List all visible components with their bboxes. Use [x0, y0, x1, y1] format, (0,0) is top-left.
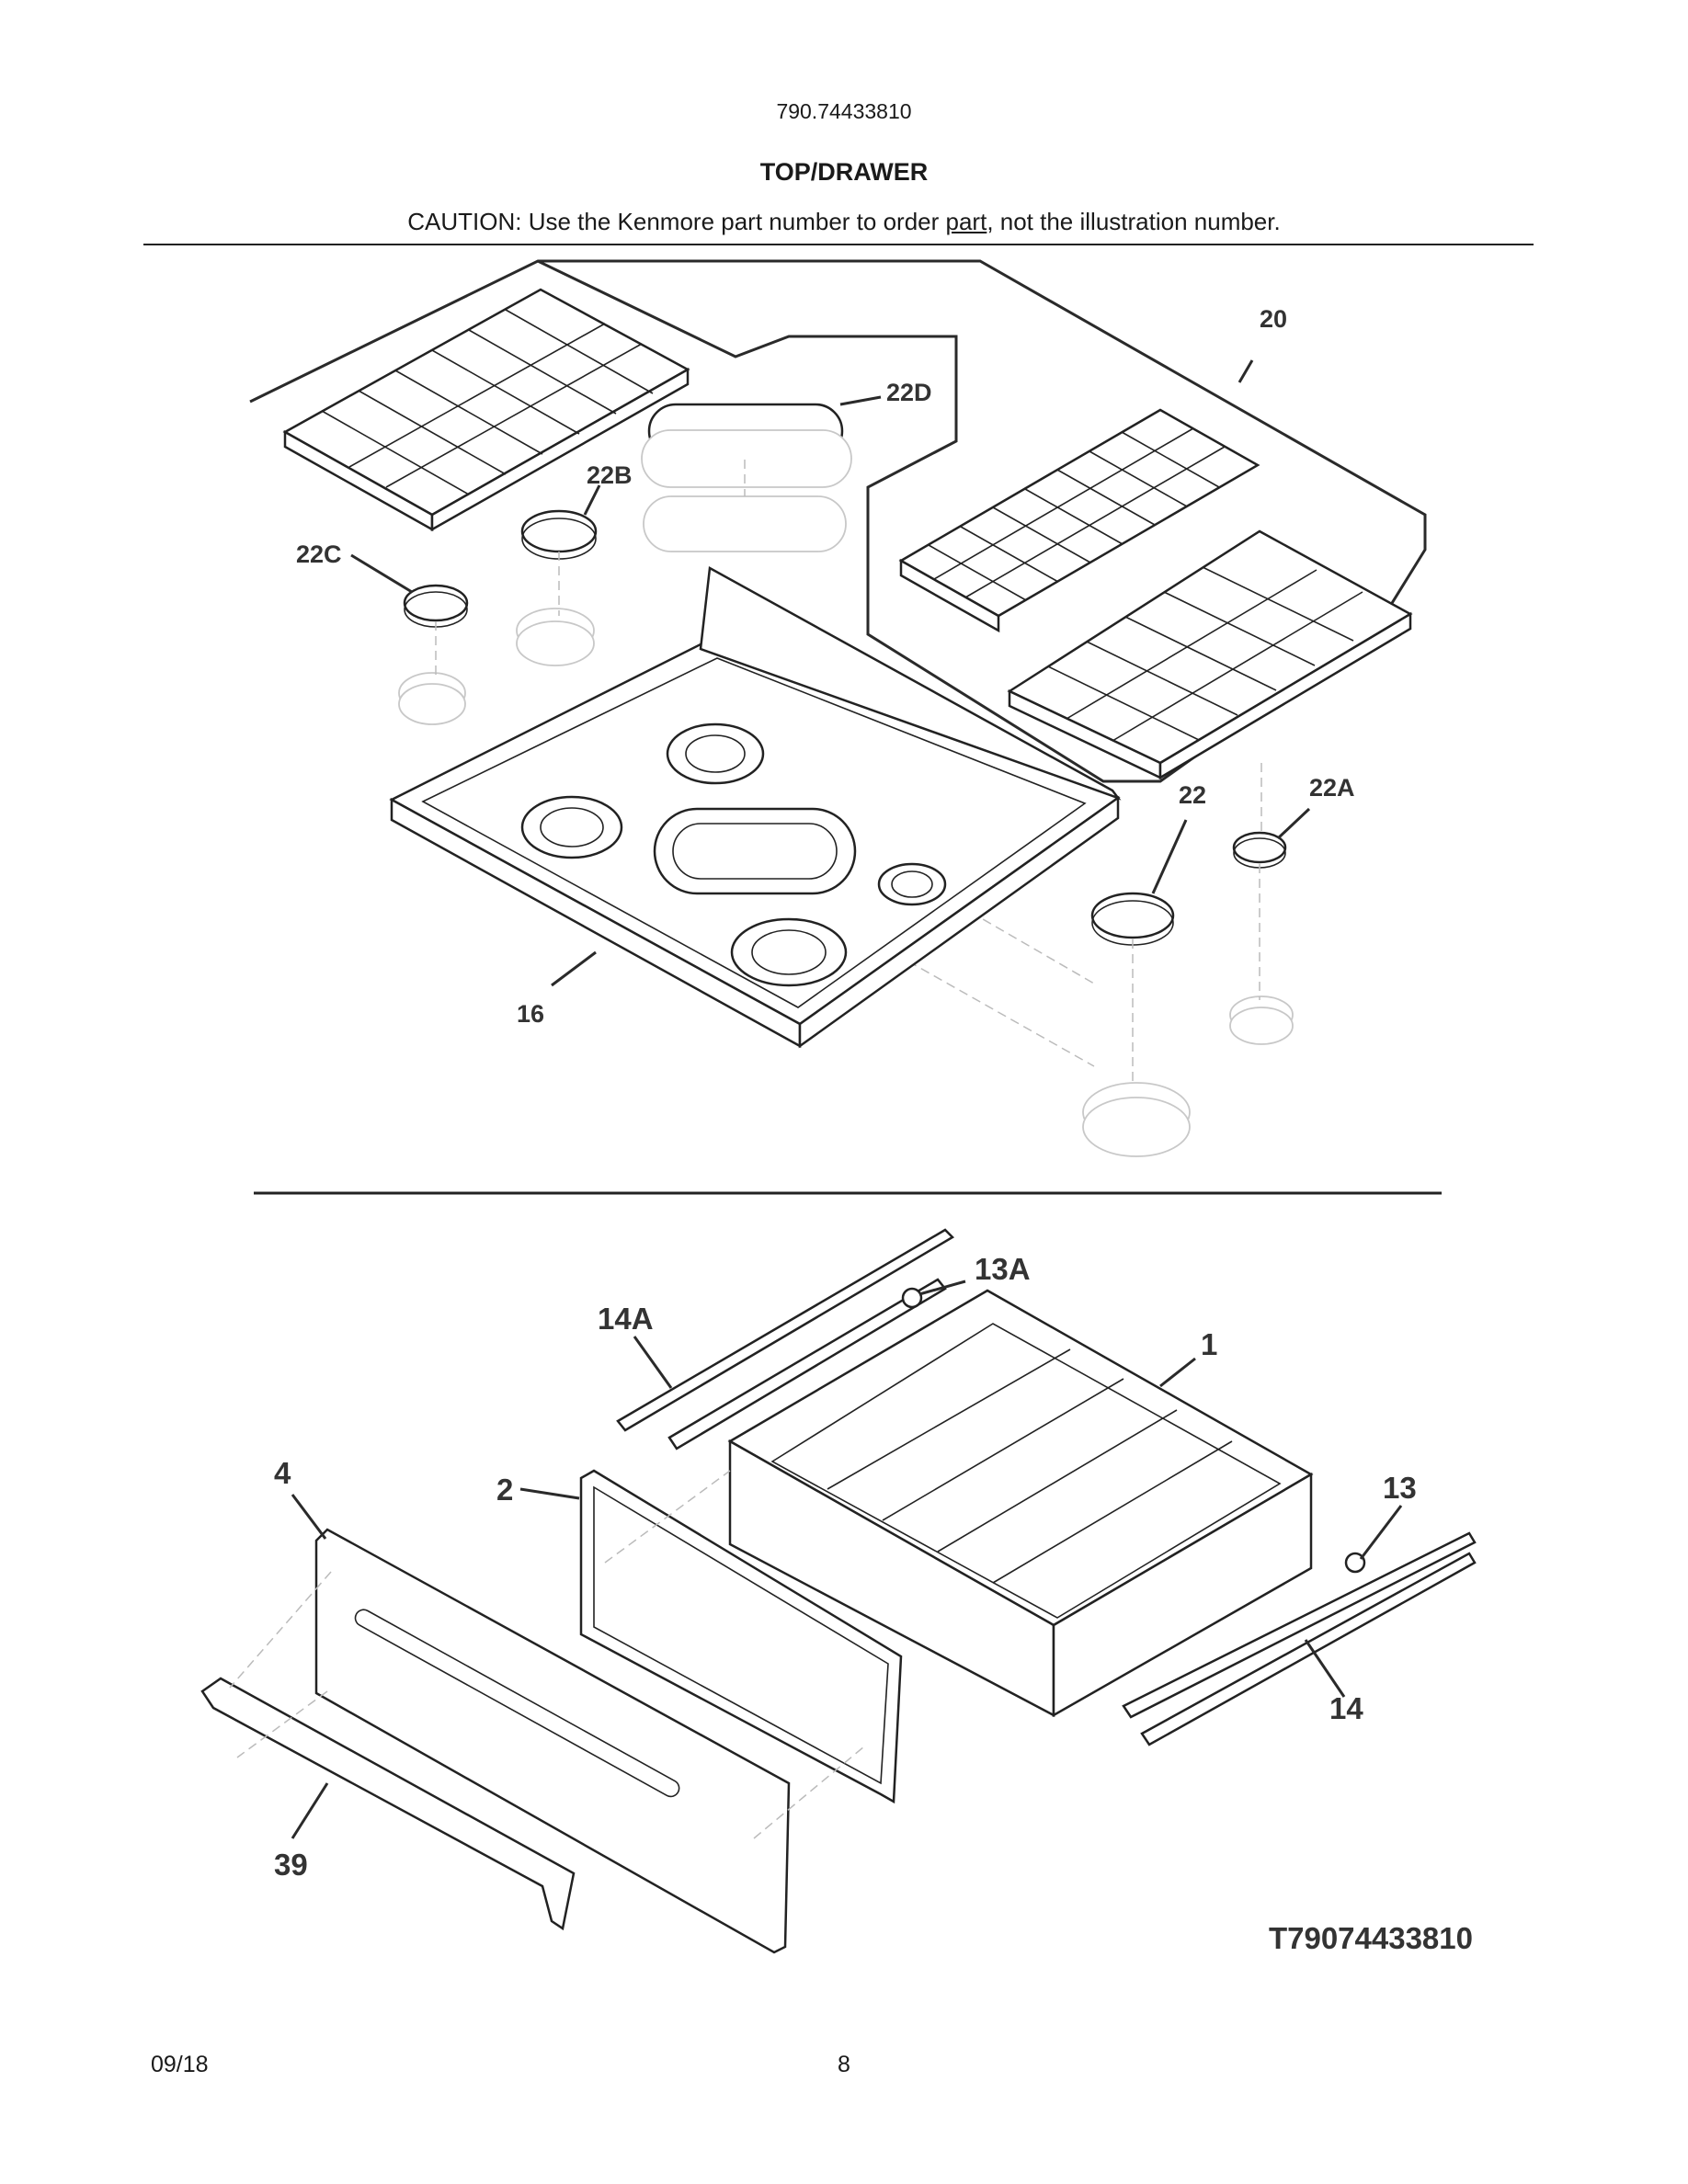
callout-2: 2	[496, 1473, 513, 1507]
drawer-front-panel	[579, 1469, 903, 1804]
burner-head-ghosts	[398, 608, 1294, 1157]
leader-lines-top	[350, 359, 1311, 987]
burner-cap-22c	[403, 584, 469, 628]
grate-left-top	[282, 288, 690, 532]
grate-right-upper	[898, 408, 1260, 633]
burner-cap-22d	[641, 403, 852, 552]
footer-date: 09/18	[151, 2052, 209, 2077]
cooktop-main-top	[389, 566, 1122, 1049]
callout-39: 39	[274, 1848, 308, 1882]
callout-16: 16	[517, 1000, 544, 1028]
callout-22: 22	[1179, 781, 1206, 809]
roller-13a	[901, 1287, 923, 1309]
alignment-lines-bottom	[229, 1470, 865, 1839]
caution-note: CAUTION: Use the Kenmore part number to …	[0, 208, 1688, 236]
callout-1: 1	[1201, 1327, 1217, 1361]
grate-group-outline	[249, 259, 1427, 783]
slide-rail-14	[1122, 1531, 1477, 1746]
caution-underlined-word: part	[945, 208, 987, 235]
drawer-body	[727, 1289, 1314, 1718]
callout-22a: 22A	[1309, 774, 1355, 802]
caution-suffix: , not the illustration number.	[987, 208, 1281, 235]
drawer-outer-panel	[314, 1528, 791, 1954]
burner-cap-22a	[1232, 831, 1287, 869]
callout-13: 13	[1383, 1471, 1417, 1505]
section-title: TOP/DRAWER	[759, 158, 929, 186]
drawing-number: T79074433810	[1269, 1921, 1473, 1955]
model-number: 790.74433810	[776, 99, 912, 123]
slide-rail-14a	[616, 1228, 955, 1450]
callout-4: 4	[274, 1456, 291, 1490]
callout-14a: 14A	[598, 1302, 654, 1336]
footer-page-number: 8	[838, 2052, 850, 2077]
callout-22d: 22D	[886, 379, 932, 406]
burner-cap-22	[1090, 892, 1175, 946]
callout-22b: 22B	[587, 461, 633, 489]
drawer-handle	[200, 1677, 576, 1931]
callout-22c: 22C	[296, 540, 342, 568]
callout-20: 20	[1260, 305, 1287, 333]
grate-right-lower	[1007, 529, 1413, 780]
leader-lines-bottom	[291, 1280, 1403, 1839]
callout-14: 14	[1329, 1691, 1363, 1725]
callout-13a: 13A	[975, 1252, 1031, 1286]
caution-prefix: CAUTION: Use the Kenmore part number to …	[407, 208, 946, 235]
